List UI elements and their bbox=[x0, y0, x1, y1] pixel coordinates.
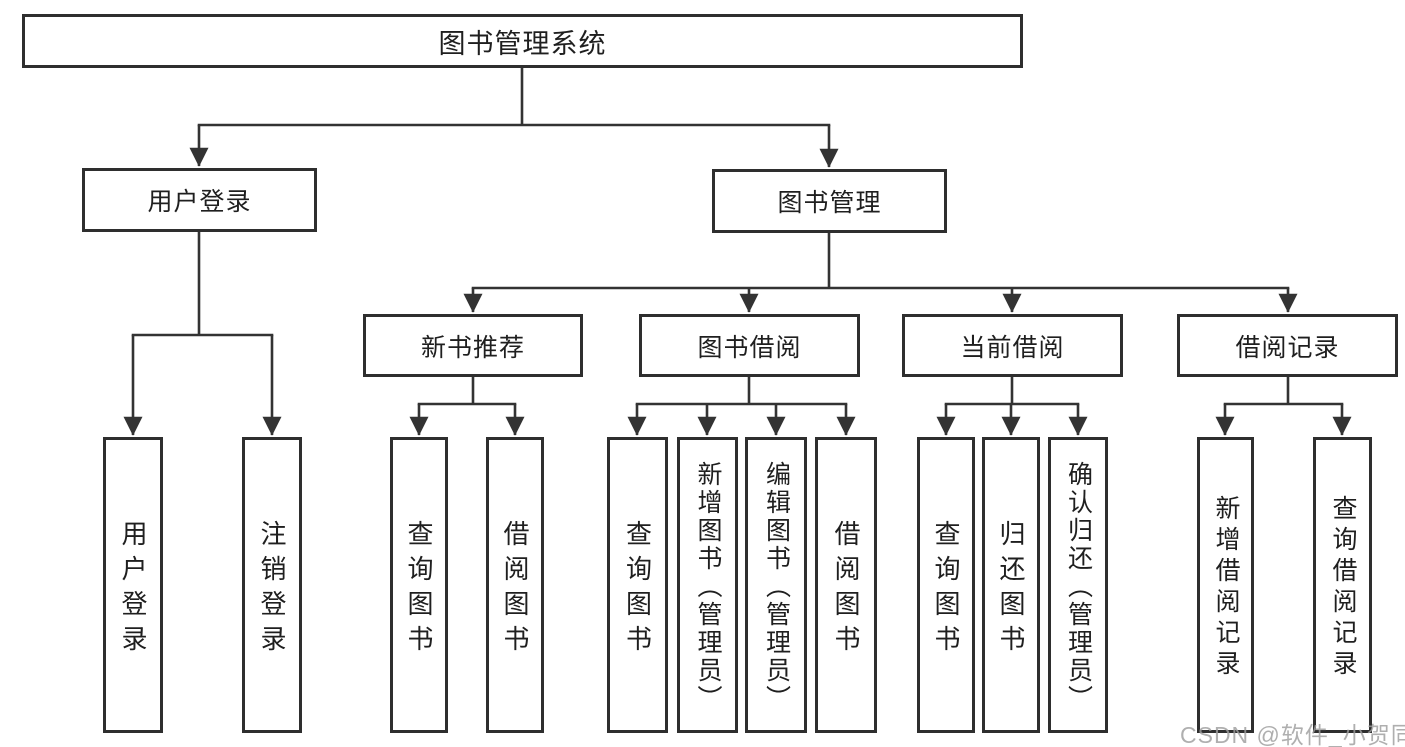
node-return-book: 归还图书 bbox=[982, 437, 1040, 733]
csdn-watermark: CSDN @软件_小贺同学 bbox=[1180, 722, 1405, 747]
connector-user-login-children bbox=[123, 232, 282, 436]
connector-book-mgmt-to-level2 bbox=[463, 233, 1298, 313]
node-query-books-current: 查询图书 bbox=[917, 437, 975, 733]
node-query-books-rec: 查询图书 bbox=[390, 437, 448, 733]
node-user-login-leaf: 用户登录 bbox=[103, 437, 163, 733]
node-borrowing-records: 借阅记录 bbox=[1177, 314, 1398, 377]
node-confirm-return-admin: 确认归还（管理员） bbox=[1048, 437, 1108, 733]
node-edit-book-admin: 编辑图书（管理员） bbox=[745, 437, 807, 733]
connector-new-book-rec-children bbox=[409, 377, 525, 436]
node-logout-leaf: 注销登录 bbox=[242, 437, 302, 733]
node-book-management-branch: 图书管理 bbox=[712, 169, 947, 233]
node-borrow-books-leaf: 借阅图书 bbox=[815, 437, 877, 733]
node-add-borrow-record: 新增借阅记录 bbox=[1197, 437, 1254, 733]
connector-current-borrow-children bbox=[936, 377, 1088, 436]
node-query-books-borrow: 查询图书 bbox=[607, 437, 668, 733]
connector-book-borrow-children bbox=[627, 377, 856, 436]
node-book-borrowing: 图书借阅 bbox=[639, 314, 860, 377]
node-add-book-admin: 新增图书（管理员） bbox=[677, 437, 738, 733]
connector-root-to-level1 bbox=[189, 68, 839, 168]
node-new-book-recommendation: 新书推荐 bbox=[363, 314, 583, 377]
node-current-borrowing: 当前借阅 bbox=[902, 314, 1123, 377]
connector-borrow-records-children bbox=[1215, 377, 1352, 436]
node-query-borrow-record: 查询借阅记录 bbox=[1313, 437, 1372, 733]
node-user-login-branch: 用户登录 bbox=[82, 168, 317, 232]
node-borrow-books-rec: 借阅图书 bbox=[486, 437, 544, 733]
node-library-management-system: 图书管理系统 bbox=[22, 14, 1023, 68]
